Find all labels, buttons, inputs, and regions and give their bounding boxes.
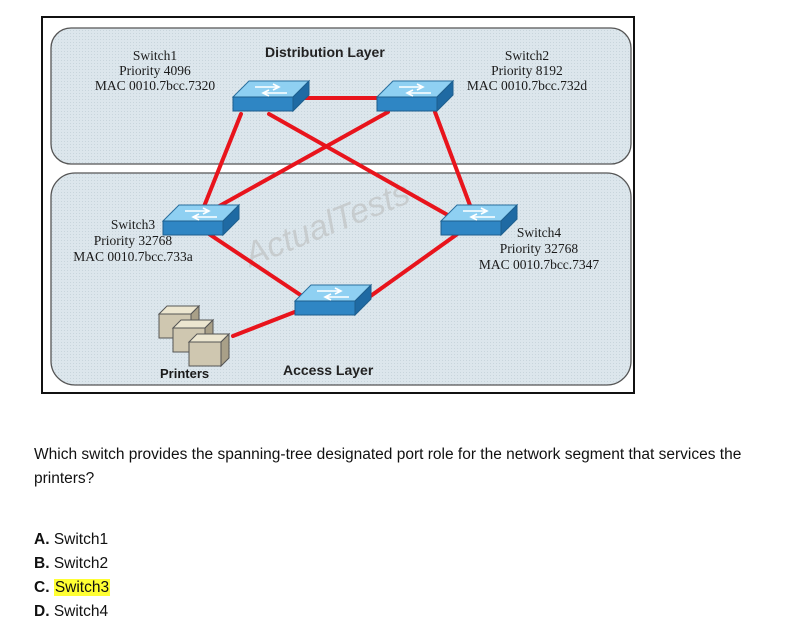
answer-letter: A. xyxy=(34,531,50,548)
link-switch3-access xyxy=(201,228,307,300)
answer-letter: D. xyxy=(34,603,50,620)
switch1-icon xyxy=(232,80,310,112)
answer-list: A. Switch1 B. Switch2 C. Switch3 D. Swit… xyxy=(34,528,111,624)
link-switch2-switch4 xyxy=(433,110,473,210)
access-layer-label: Access Layer xyxy=(283,362,374,378)
answer-option-b[interactable]: B. Switch2 xyxy=(34,552,110,576)
network-diagram: ActualTests Distribution Layer Access La… xyxy=(41,16,635,394)
switch1-priority: Priority 4096 xyxy=(119,63,191,78)
answer-letter: C. xyxy=(34,579,50,596)
answer-text: Switch1 xyxy=(53,531,109,548)
answer-text: Switch2 xyxy=(53,555,109,572)
switch2-name: Switch2 xyxy=(505,48,549,63)
switch2-mac: MAC 0010.7bcc.732d xyxy=(467,78,588,93)
links xyxy=(199,96,473,338)
link-switch1-switch4 xyxy=(267,112,455,220)
link-switch1-switch3 xyxy=(199,112,243,216)
link-switch4-access xyxy=(363,228,465,302)
switch1-label-group: Switch1 Priority 4096 MAC 0010.7bcc.7320 xyxy=(95,48,216,93)
switch2-priority: Priority 8192 xyxy=(491,63,563,78)
distribution-layer-label: Distribution Layer xyxy=(265,44,385,60)
switch4-label-group: Switch4 Priority 32768 MAC 0010.7bcc.734… xyxy=(479,225,600,272)
answer-letter: B. xyxy=(34,555,50,572)
switch3-label-group: Switch3 Priority 32768 MAC 0010.7bcc.733… xyxy=(73,217,193,264)
answer-option-d[interactable]: D. Switch4 xyxy=(34,600,110,624)
answer-text-highlighted: Switch3 xyxy=(53,579,111,596)
printers-label: Printers xyxy=(160,366,209,381)
switch4-icon xyxy=(440,204,518,236)
switch4-priority: Priority 32768 xyxy=(500,241,579,256)
answer-option-c[interactable]: C. Switch3 xyxy=(34,576,111,600)
question-text: Which switch provides the spanning-tree … xyxy=(34,446,742,487)
access-switch-icon xyxy=(294,284,372,316)
switch3-name: Switch3 xyxy=(111,217,156,232)
switch4-name: Switch4 xyxy=(517,225,562,240)
switch3-priority: Priority 32768 xyxy=(94,233,173,248)
switch2-icon xyxy=(376,80,454,112)
link-access-printers xyxy=(231,306,307,338)
switch1-name: Switch1 xyxy=(133,48,177,63)
link-switch2-switch3 xyxy=(203,110,390,216)
switch2-label-group: Switch2 Priority 8192 MAC 0010.7bcc.732d xyxy=(467,48,588,93)
switch4-mac: MAC 0010.7bcc.7347 xyxy=(479,257,600,272)
switch3-mac: MAC 0010.7bcc.733a xyxy=(73,249,193,264)
answer-option-a[interactable]: A. Switch1 xyxy=(34,528,110,552)
answer-text: Switch4 xyxy=(53,603,109,620)
switch3-icon xyxy=(162,204,240,236)
switch1-mac: MAC 0010.7bcc.7320 xyxy=(95,78,216,93)
